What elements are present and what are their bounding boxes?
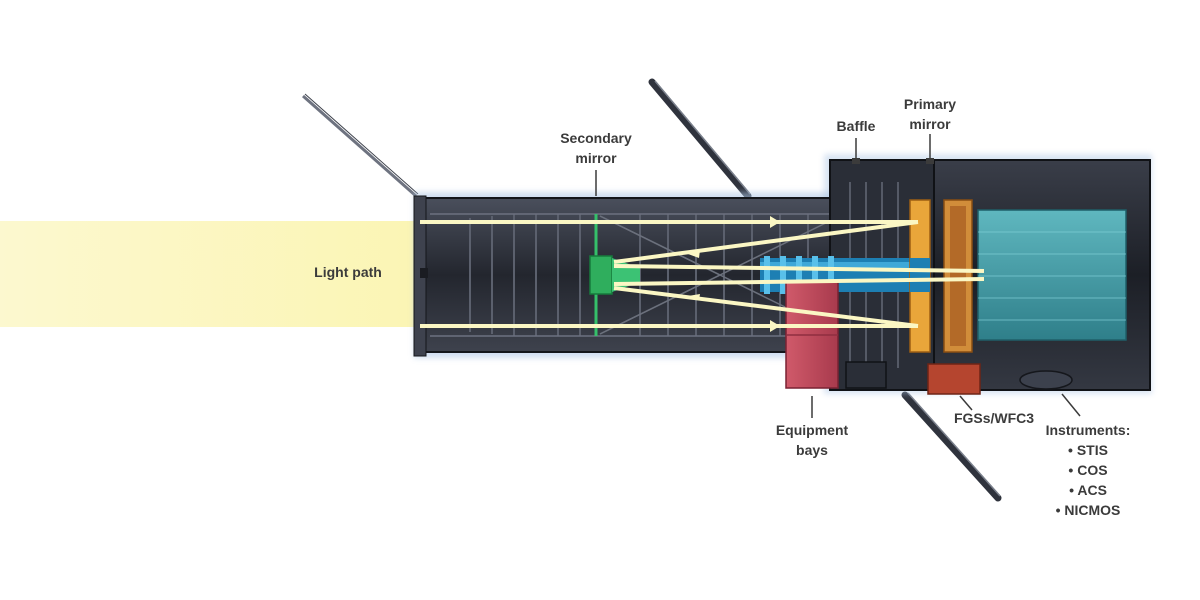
fgs-wfc3-label: FGSs/WFC3 [953,410,1035,426]
solar-array-upper [648,78,752,200]
instruments-title: Instruments: [1045,422,1131,438]
equipment-bays-label: Equipment bays [762,420,862,460]
baffle-label: Baffle [836,118,876,134]
leader-lines [595,134,1081,418]
equipment-bays-label-line2: bays [796,442,828,458]
secondary-mirror-label-line1: Secondary [560,130,632,146]
baffle-tick [852,158,860,164]
tube-ribs [469,214,809,336]
central-baffle-fins [764,256,834,294]
primary-tick [926,158,934,164]
antenna-left [302,94,417,198]
light-path-label: Light path [314,264,382,280]
secondary-mirror [589,255,613,295]
antenna-left-shadow [304,93,419,195]
light-ray-arrows [688,216,780,332]
light-path-beam [0,221,420,327]
equipment-bays-label-line1: Equipment [775,422,849,438]
primary-mirror-label-line1: Primary [903,96,957,112]
solar-array-upper-edge [654,80,751,195]
instruments-label: Instruments: • STIS • COS • ACS • NICMOS [1040,420,1136,520]
fgs-wfc3-block [927,363,981,395]
solar-array-lower-edge [907,392,1001,497]
instrument-item-nicmos: • NICMOS [1055,502,1121,518]
instrument-item-stis: • STIS [1068,442,1108,458]
central-baffle-highlight [760,262,920,270]
mirror-backing-inner [950,206,966,346]
instrument-item-cos: • COS [1068,462,1108,478]
primary-mirror-label-line2: mirror [909,116,951,132]
light-rays [420,220,985,328]
primary-mirror-hole [910,258,930,292]
instrument-bay-lines [978,231,1126,321]
secondary-mirror-label-line2: mirror [575,150,617,166]
instrument-item-acs: • ACS [1069,482,1107,498]
primary-mirror-label: Primary mirror [888,94,972,134]
solar-array-lower [901,391,1002,502]
equipment-box [845,361,887,389]
instrument-fin [1019,370,1073,390]
aperture-notch [420,268,428,278]
secondary-mirror-label: Secondary mirror [546,128,646,168]
